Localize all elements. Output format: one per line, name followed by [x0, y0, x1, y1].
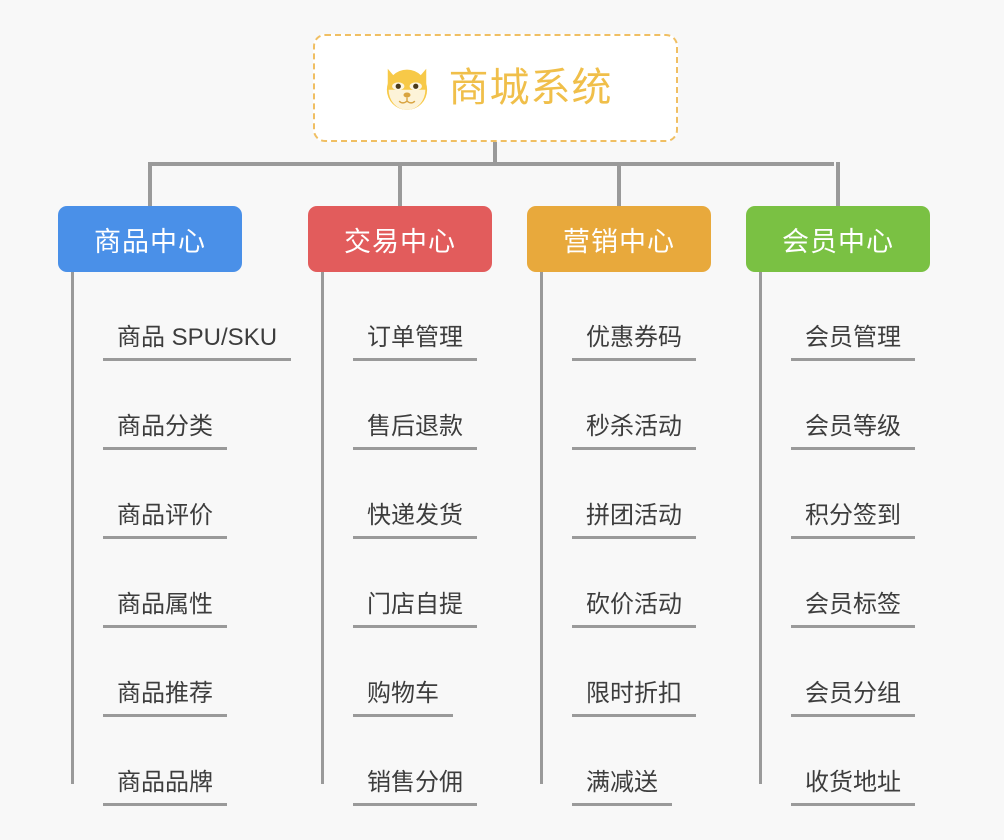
list-item[interactable]: 商品分类 [71, 361, 291, 450]
leaf-label: 售后退款 [353, 413, 477, 450]
leaf-label: 商品品牌 [103, 769, 227, 806]
list-item[interactable]: 收货地址 [759, 717, 915, 806]
leaf-label: 商品 SPU/SKU [103, 324, 292, 361]
leaf-label: 会员标签 [791, 591, 915, 628]
leaf-label: 商品评价 [103, 502, 227, 539]
list-item[interactable]: 售后退款 [321, 361, 477, 450]
dog-face-emoji-icon [386, 68, 427, 112]
list-item[interactable]: 秒杀活动 [540, 361, 696, 450]
leaf-label: 限时折扣 [572, 680, 696, 717]
list-item[interactable]: 销售分佣 [321, 717, 477, 806]
list-item[interactable]: 商品 SPU/SKU [71, 272, 292, 361]
branch-spine-1 [321, 272, 324, 784]
leaf-label: 商品推荐 [103, 680, 227, 717]
list-item[interactable]: 会员标签 [759, 539, 915, 628]
list-item[interactable]: 快递发货 [321, 450, 477, 539]
connector-branch-1-stem [398, 162, 402, 206]
connector-horizontal-bus [148, 162, 834, 166]
branch-title-0: 商品中心 [94, 226, 206, 257]
leaf-label: 门店自提 [353, 591, 477, 628]
list-item[interactable]: 商品评价 [71, 450, 291, 539]
connector-branch-3-stem [836, 162, 840, 206]
connector-root-stem [493, 142, 497, 164]
leaf-label: 销售分佣 [353, 769, 477, 806]
leaf-label: 会员管理 [791, 324, 915, 361]
leaf-label: 砍价活动 [572, 591, 696, 628]
leaf-label: 秒杀活动 [572, 413, 696, 450]
list-item[interactable]: 门店自提 [321, 539, 477, 628]
leaf-label: 订单管理 [353, 324, 477, 361]
branch-title-3: 会员中心 [782, 226, 894, 257]
list-item[interactable]: 满减送 [540, 717, 696, 806]
connector-branch-2-stem [617, 162, 621, 206]
list-item[interactable]: 会员管理 [759, 272, 915, 361]
leaf-label: 会员等级 [791, 413, 915, 450]
list-item[interactable]: 购物车 [321, 628, 477, 717]
list-item[interactable]: 商品属性 [71, 539, 291, 628]
list-item[interactable]: 限时折扣 [540, 628, 696, 717]
leaf-list-0: 商品 SPU/SKU 商品分类 商品评价 商品属性 商品推荐 商品品牌 [71, 272, 292, 806]
leaf-list-3: 会员管理 会员等级 积分签到 会员标签 会员分组 收货地址 [759, 272, 915, 806]
leaf-list-1: 订单管理 售后退款 快递发货 门店自提 购物车 销售分佣 [321, 272, 477, 806]
leaf-label: 拼团活动 [572, 502, 696, 539]
list-item[interactable]: 商品推荐 [71, 628, 291, 717]
list-item[interactable]: 会员等级 [759, 361, 915, 450]
branch-spine-0 [71, 272, 74, 784]
leaf-list-2: 优惠券码 秒杀活动 拼团活动 砍价活动 限时折扣 满减送 [540, 272, 696, 806]
list-item[interactable]: 积分签到 [759, 450, 915, 539]
leaf-label: 购物车 [353, 680, 453, 717]
leaf-label: 满减送 [572, 769, 672, 806]
branch-spine-3 [759, 272, 762, 784]
list-item[interactable]: 优惠券码 [540, 272, 696, 361]
leaf-label: 商品分类 [103, 413, 227, 450]
branch-header-1[interactable]: 交易中心 [308, 206, 492, 272]
leaf-label: 积分签到 [791, 502, 915, 539]
leaf-label: 收货地址 [791, 769, 915, 806]
list-item[interactable]: 会员分组 [759, 628, 915, 717]
branch-header-2[interactable]: 营销中心 [527, 206, 711, 272]
root-node[interactable]: 商城系统 [313, 34, 678, 142]
branch-title-1: 交易中心 [344, 226, 456, 257]
leaf-label: 快递发货 [353, 502, 477, 539]
branch-title-2: 营销中心 [563, 226, 675, 257]
list-item[interactable]: 商品品牌 [71, 717, 291, 806]
connector-branch-0-stem [148, 162, 152, 206]
list-item[interactable]: 砍价活动 [540, 539, 696, 628]
leaf-label: 商品属性 [103, 591, 227, 628]
leaf-label: 会员分组 [791, 680, 915, 717]
branch-spine-2 [540, 272, 543, 784]
branch-header-3[interactable]: 会员中心 [746, 206, 930, 272]
branch-header-0[interactable]: 商品中心 [58, 206, 242, 272]
list-item[interactable]: 订单管理 [321, 272, 477, 361]
list-item[interactable]: 拼团活动 [540, 450, 696, 539]
root-title: 商城系统 [448, 66, 613, 110]
leaf-label: 优惠券码 [572, 324, 696, 361]
